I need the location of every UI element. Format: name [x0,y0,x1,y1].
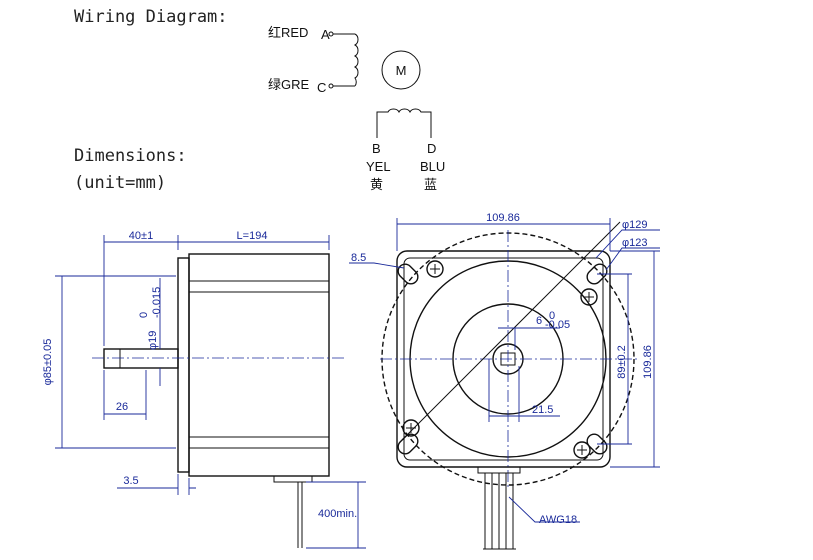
front-centerlines [380,230,640,490]
wire-b-label: B [372,141,381,156]
dim-front-width-text: 109.86 [486,212,520,224]
dim-front-width [396,218,611,251]
dim-key-depth [488,359,560,422]
dim-shaft-tol-lower: -0.015 [151,287,163,318]
dim-key-width-text: 6 [536,315,542,327]
side-body-grooves [189,280,329,449]
mounting-hole-tr [580,263,608,306]
dim-pilot-dia [55,275,176,449]
front-view: 109.86 φ129 φ123 8.5 6 0 -0.05 21.5 89±0… [349,212,660,550]
wiring-diagram-heading: Wiring Diagram: [74,7,228,27]
wire-green-label: 绿GRE [268,77,310,92]
dim-body-length-text: L=194 [237,230,268,242]
side-lead-wire [297,482,303,548]
dim-key-tol-upper: 0 [549,310,555,322]
dimensions-heading: Dimensions: [74,146,187,166]
wire-blu-cn-label: 蓝 [424,177,437,192]
wire-c-label: C [317,80,326,95]
motor-symbol [381,50,421,90]
dim-body-length [178,235,330,250]
wire-red-label: 红RED [268,25,308,40]
unit-heading: (unit=mm) [74,173,167,193]
dim-key-width [498,327,560,350]
dim-shaft-length [103,370,147,420]
vertical-coil [353,33,359,87]
horizontal-coil [376,108,432,138]
dim-flange-pcd-text: φ123 [622,237,648,249]
dim-shaft-length-text: 26 [116,401,128,413]
terminal-c [328,83,334,89]
mounting-hole-tl [397,260,444,285]
wire-blu-label: BLU [420,159,445,174]
side-view: 40±1 L=194 φ85±0.05 φ19 0 -0.015 26 3.5 … [42,230,366,549]
side-lead-exit [273,475,313,483]
dim-front-height-text: 109.86 [642,345,654,379]
front-lead-exit [477,466,521,474]
wire-yel-cn-label: 黄 [370,177,383,192]
dim-shaft-tol-upper: 0 [138,312,150,318]
dim-key-depth-text: 21.5 [532,404,553,416]
dim-shaft-dia-text: φ19 [147,331,159,350]
dim-hole-size-leader [349,262,405,269]
side-flange [177,257,190,473]
dim-lead-length-text: 400min. [318,508,357,520]
dim-lead-length [306,481,366,549]
wire-d-label: D [427,141,436,156]
dim-flange-length [103,235,179,346]
dim-pilot-dia-text: φ85±0.05 [42,339,54,386]
dim-wire-gauge-text: AWG18 [539,514,577,526]
wiring-diagram: 红RED A 绿GRE C M B D YEL BLU 黄 蓝 [268,25,445,192]
side-body [188,253,330,477]
dim-hole-pcd-leader [595,229,660,259]
dim-hole-spacing-text: 89±0.2 [616,345,628,379]
motor-letter: M [396,63,407,78]
wire-a-label: A [321,27,330,42]
dim-hole-pcd-text: φ129 [622,219,648,231]
dim-key-tol-lower: -0.05 [545,319,570,331]
dim-hole-size-text: 8.5 [351,252,366,264]
coil-leads [333,33,355,87]
dim-flange-thickness-text: 3.5 [123,475,138,487]
dim-flange-length-text: 40±1 [129,230,153,242]
dim-hole-spacing [597,273,632,445]
side-shaft [103,348,179,369]
dim-wire-gauge-leader [508,496,580,523]
mounting-hole-br [573,433,608,459]
front-diagonal-leader [401,221,621,441]
dim-flange-pcd-leader [605,247,660,271]
dim-front-height [610,250,660,468]
dim-flange-thickness [117,474,196,495]
wire-yel-label: YEL [366,159,391,174]
front-lead-wires [484,473,514,549]
